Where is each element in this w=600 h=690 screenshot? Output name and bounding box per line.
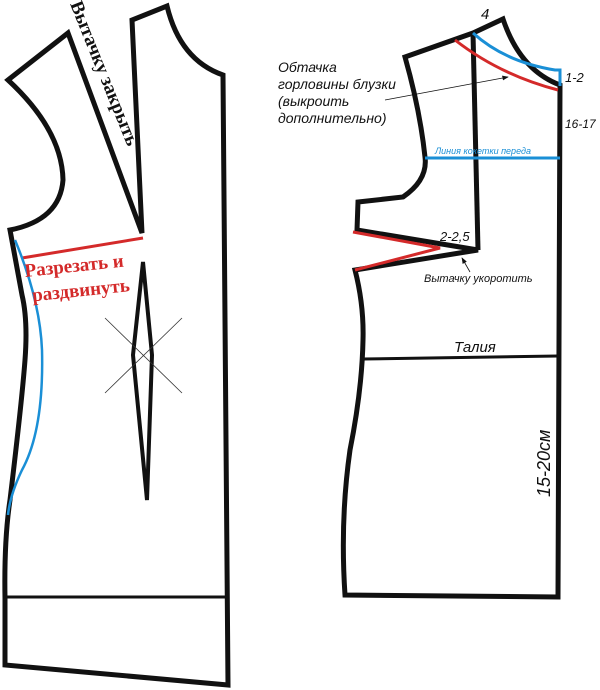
length-label: 15-20см bbox=[534, 430, 554, 497]
center-front-line bbox=[470, 32, 481, 251]
svg-text:Обтачка: Обтачка bbox=[278, 59, 337, 75]
point-4-label: 4 bbox=[481, 6, 489, 23]
svg-text:дополнительно): дополнительно) bbox=[278, 110, 387, 126]
new-neckline-red bbox=[454, 38, 559, 92]
point-16-17-label: 16-17 bbox=[565, 117, 597, 131]
lower-dart bbox=[130, 261, 155, 501]
dart-arrow bbox=[461, 257, 471, 273]
right-piece-outline bbox=[340, 15, 563, 600]
cut-note-line2: раздвинуть bbox=[31, 275, 131, 306]
facing-note: Обтачка горловины блузки (выкроить допол… bbox=[278, 59, 396, 126]
right-pattern-piece bbox=[340, 15, 563, 600]
point-1-2-label: 1-2 bbox=[565, 70, 585, 85]
facing-line-blue bbox=[471, 31, 562, 86]
side-seam-blue bbox=[6, 239, 44, 516]
dart-shorten-note: Вытачку укоротить bbox=[424, 273, 533, 285]
dart-red bbox=[352, 230, 441, 272]
facing-arrow bbox=[384, 75, 509, 101]
left-pattern-piece bbox=[2, 2, 231, 688]
dart-size-label: 2-2,5 bbox=[439, 229, 470, 244]
cut-line bbox=[21, 236, 144, 260]
left-piece-outline bbox=[2, 2, 231, 688]
waist-label: Талия bbox=[454, 339, 496, 356]
svg-text:горловины блузки: горловины блузки bbox=[278, 76, 396, 92]
yoke-line-label: Линия кокетки переда bbox=[434, 146, 531, 156]
cut-note: Разрезать и раздвинуть bbox=[24, 251, 131, 307]
svg-text:(выкроить: (выкроить bbox=[278, 93, 349, 109]
waist-line bbox=[362, 354, 559, 361]
dart-cross-mark bbox=[104, 317, 183, 394]
